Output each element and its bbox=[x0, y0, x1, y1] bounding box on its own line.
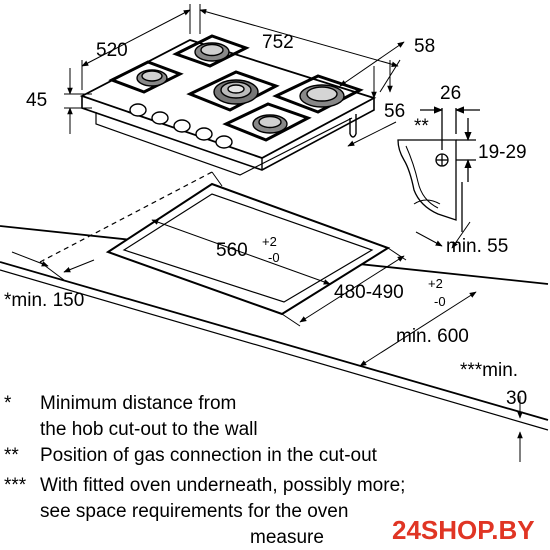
footnote-mark: *** bbox=[4, 475, 27, 496]
dim-19-29: 19-29 bbox=[478, 142, 527, 163]
dim-cutout-depth-tol-plus: +2 bbox=[428, 276, 443, 291]
dim-26: 26 bbox=[440, 83, 461, 104]
burner-front-right bbox=[252, 114, 288, 134]
dim-cutout-width-tol-minus: -0 bbox=[268, 250, 280, 265]
footnote-text: measure bbox=[250, 527, 324, 548]
dim-min-150: *min. 150 bbox=[4, 290, 84, 311]
hob-dimension-lines bbox=[64, 4, 405, 147]
dim-min-55: min. 55 bbox=[446, 236, 508, 257]
dim-cutout-depth-tol-minus: -0 bbox=[434, 294, 446, 309]
dim-min-30-value: 30 bbox=[506, 388, 527, 409]
burner-right-large bbox=[299, 84, 345, 108]
dim-520: 520 bbox=[96, 40, 128, 61]
dim-58: 58 bbox=[414, 36, 435, 57]
dim-cutout-width-tol-plus: +2 bbox=[262, 234, 277, 249]
footnote-mark: ** bbox=[4, 445, 19, 466]
burner-rear-left bbox=[136, 69, 168, 87]
burner-rear-center bbox=[194, 42, 230, 62]
dim-56: 56 bbox=[384, 101, 405, 122]
cutout-dimension-lines bbox=[11, 219, 523, 462]
dim-45: 45 bbox=[26, 90, 47, 111]
dim-min-600: min. 600 bbox=[396, 326, 469, 347]
gas-position-marker: ** bbox=[414, 116, 429, 137]
footnote-text: Position of gas connection in the cut-ou… bbox=[40, 445, 377, 466]
burner-center-wok bbox=[213, 79, 259, 105]
gas-bracket-detail bbox=[397, 106, 480, 232]
footnote-text: Minimum distance from bbox=[40, 393, 237, 414]
footnote-text: With fitted oven underneath, possibly mo… bbox=[40, 475, 406, 496]
shop-watermark: 24SHOP.BY bbox=[392, 515, 535, 545]
dim-cutout-width: 560 bbox=[216, 240, 248, 261]
dim-752: 752 bbox=[262, 32, 294, 53]
footnote-mark: * bbox=[4, 393, 12, 414]
gas-connector-pipe bbox=[349, 114, 357, 138]
footnote-text: see space requirements for the oven bbox=[40, 501, 349, 522]
control-knobs bbox=[129, 103, 233, 149]
dim-cutout-depth: 480-490 bbox=[334, 282, 404, 303]
footnote-text: the hob cut-out to the wall bbox=[40, 419, 258, 440]
dim-min-30-label: ***min. bbox=[460, 360, 518, 381]
